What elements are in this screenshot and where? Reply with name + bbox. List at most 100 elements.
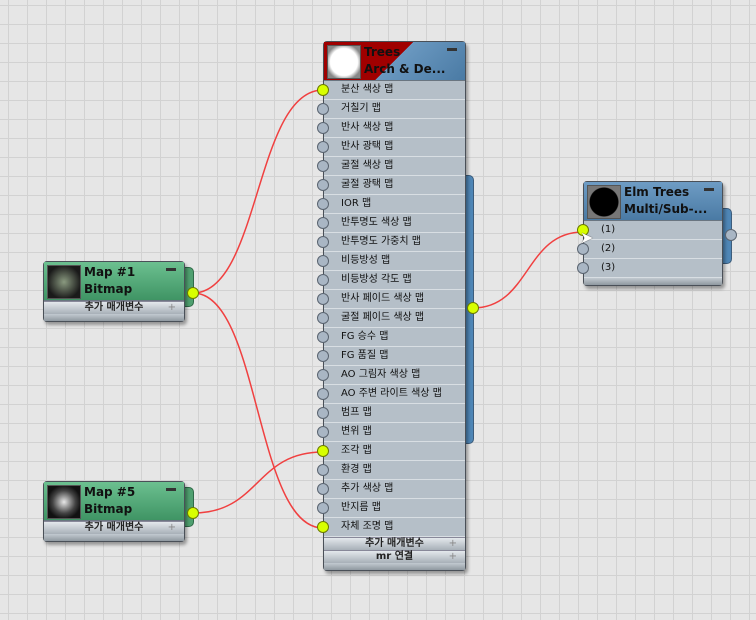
input-socket[interactable]	[317, 141, 329, 153]
input-slot[interactable]: (1)	[577, 221, 722, 240]
input-socket[interactable]	[317, 464, 329, 476]
resize-grip[interactable]	[44, 534, 184, 541]
elm-trees-multisub-node[interactable]: Elm Trees Multi/Sub-... (1) (2) (3)	[577, 181, 723, 286]
slot-label: 변위 맵	[341, 426, 372, 437]
slot-label: 굴절 광택 맵	[341, 179, 394, 190]
trees-output-socket[interactable]	[467, 302, 479, 314]
resize-grip[interactable]	[584, 278, 722, 285]
mouse-cursor-icon: ➤	[580, 228, 594, 247]
input-slot[interactable]: 반지름 맵	[317, 499, 465, 518]
map1-node[interactable]: Map #1 Bitmap 추가 매개변수+	[43, 261, 185, 322]
slot-label: (2)	[601, 243, 616, 254]
input-socket[interactable]	[317, 179, 329, 191]
input-socket[interactable]	[317, 502, 329, 514]
input-socket[interactable]	[317, 483, 329, 495]
input-socket[interactable]	[317, 274, 329, 286]
bitmap-thumbnail	[47, 485, 81, 519]
input-slot[interactable]: 조각 맵	[317, 442, 465, 461]
map5-node[interactable]: Map #5 Bitmap 추가 매개변수+	[43, 481, 185, 542]
input-slot[interactable]: 비등방성 맵	[317, 252, 465, 271]
input-slot[interactable]: 반투명도 가중치 맵	[317, 233, 465, 252]
node-header[interactable]: Trees Arch & De...	[324, 42, 465, 81]
input-slot[interactable]: 비등방성 각도 맵	[317, 271, 465, 290]
input-slot[interactable]: 굴절 색상 맵	[317, 157, 465, 176]
node-type: Bitmap	[84, 282, 133, 296]
input-socket[interactable]	[317, 445, 329, 457]
node-header[interactable]: Elm Trees Multi/Sub-...	[584, 182, 722, 221]
input-slot[interactable]: 변위 맵	[317, 423, 465, 442]
input-socket[interactable]	[577, 243, 589, 255]
input-socket[interactable]	[317, 369, 329, 381]
input-slot[interactable]: 반사 색상 맵	[317, 119, 465, 138]
input-socket[interactable]	[317, 217, 329, 229]
slot-label: 반사 광택 맵	[341, 141, 394, 152]
node-header[interactable]: Map #5 Bitmap	[44, 482, 184, 521]
input-slot[interactable]: 자체 조명 맵	[317, 518, 465, 537]
input-socket[interactable]	[577, 262, 589, 274]
node-title: Map #5	[84, 485, 136, 499]
slot-label: 분산 색상 맵	[341, 84, 394, 95]
input-socket[interactable]	[317, 255, 329, 267]
input-socket[interactable]	[317, 236, 329, 248]
input-socket[interactable]	[317, 103, 329, 115]
slot-label: FG 승수 맵	[341, 331, 389, 342]
input-slot[interactable]: 범프 맵	[317, 404, 465, 423]
input-slot[interactable]: FG 품질 맵	[317, 347, 465, 366]
input-slot[interactable]: 거칠기 맵	[317, 100, 465, 119]
input-slot[interactable]: 환경 맵	[317, 461, 465, 480]
input-socket[interactable]	[317, 350, 329, 362]
resize-grip[interactable]	[324, 563, 465, 570]
collapse-icon[interactable]	[447, 48, 457, 51]
extra-params-rollout[interactable]: 추가 매개변수+	[44, 521, 184, 534]
node-type: Multi/Sub-...	[624, 202, 708, 216]
material-thumbnail	[327, 45, 361, 79]
node-type: Bitmap	[84, 502, 133, 516]
slot-label: 범프 맵	[341, 407, 372, 418]
node-header[interactable]: Map #1 Bitmap	[44, 262, 184, 301]
collapse-icon[interactable]	[704, 188, 714, 191]
slot-label: 반사 색상 맵	[341, 122, 394, 133]
wire-map1-diffuse	[192, 89, 324, 294]
input-slot[interactable]: AO 주변 라이트 색상 맵	[317, 385, 465, 404]
input-slot[interactable]: 반사 광택 맵	[317, 138, 465, 157]
slot-label: 반투명도 가중치 맵	[341, 236, 421, 247]
input-socket[interactable]	[317, 521, 329, 533]
input-slot[interactable]: 분산 색상 맵	[317, 81, 465, 100]
collapse-icon[interactable]	[166, 488, 176, 491]
multisub-output-socket[interactable]	[725, 229, 737, 241]
input-socket[interactable]	[317, 84, 329, 96]
input-slot[interactable]: 반사 페이드 색상 맵	[317, 290, 465, 309]
input-slot[interactable]: FG 승수 맵	[317, 328, 465, 347]
map5-output-socket[interactable]	[187, 507, 199, 519]
input-socket[interactable]	[577, 224, 589, 236]
extra-params-rollout[interactable]: 추가 매개변수+	[44, 301, 184, 314]
extra-params-rollout[interactable]: 추가 매개변수+	[324, 537, 465, 550]
input-socket[interactable]	[317, 293, 329, 305]
input-slot[interactable]: 굴절 광택 맵	[317, 176, 465, 195]
input-socket[interactable]	[317, 426, 329, 438]
input-socket[interactable]	[317, 122, 329, 134]
input-socket[interactable]	[317, 312, 329, 324]
map1-output-socket[interactable]	[187, 287, 199, 299]
resize-grip[interactable]	[44, 314, 184, 321]
input-socket[interactable]	[317, 331, 329, 343]
input-socket[interactable]	[317, 160, 329, 172]
input-slot[interactable]: 굴절 페이드 색상 맵	[317, 309, 465, 328]
input-slot[interactable]: AO 그림자 색상 맵	[317, 366, 465, 385]
slot-label: IOR 맵	[341, 198, 372, 209]
plus-icon: +	[167, 522, 176, 533]
slot-label: (3)	[601, 262, 616, 273]
input-socket[interactable]	[317, 198, 329, 210]
collapse-icon[interactable]	[166, 268, 176, 271]
plus-icon: +	[448, 538, 457, 549]
input-socket[interactable]	[317, 407, 329, 419]
input-slot[interactable]: 반투명도 색상 맵	[317, 214, 465, 233]
input-slot[interactable]: 추가 색상 맵	[317, 480, 465, 499]
input-slot[interactable]: (2)	[577, 240, 722, 259]
input-slot[interactable]: IOR 맵	[317, 195, 465, 214]
input-slot[interactable]: (3)	[577, 259, 722, 278]
mr-connection-rollout[interactable]: mr 연결+	[324, 550, 465, 563]
node-type: Arch & De...	[364, 62, 446, 76]
input-socket[interactable]	[317, 388, 329, 400]
